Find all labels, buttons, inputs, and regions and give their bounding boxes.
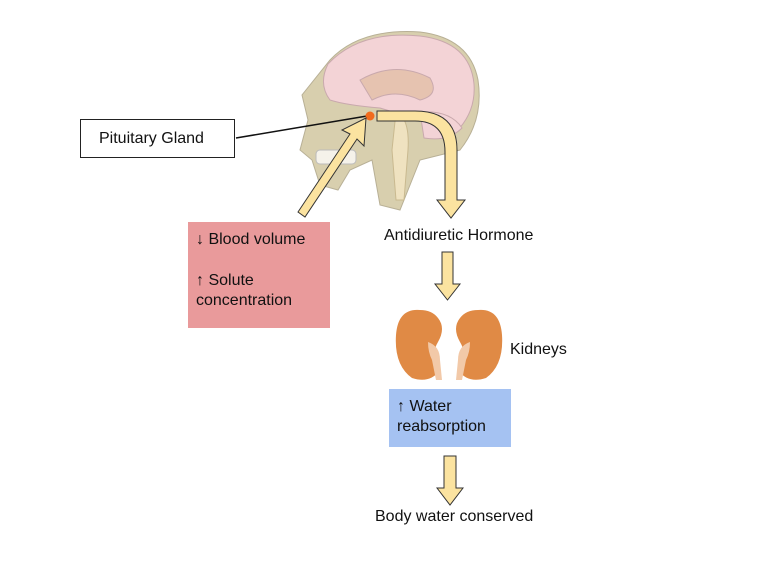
- adh-release-arrow: [376, 110, 467, 219]
- hormone-to-kidney-arrow: [433, 251, 462, 301]
- pituitary-gland-marker: [365, 111, 375, 121]
- stimulus-box: ↓ Blood volume ↑ Solute concentration: [188, 222, 330, 328]
- blood-volume-text: ↓ Blood volume: [196, 231, 306, 248]
- kidneys-illustration: [395, 309, 503, 380]
- effect-box: ↑ Water reabsorption: [389, 389, 511, 447]
- pituitary-gland-label: Pituitary Gland: [80, 119, 235, 158]
- outcome-label: Body water conserved: [375, 508, 534, 525]
- hormone-label: Antidiuretic Hormone: [384, 227, 534, 244]
- kidneys-label: Kidneys: [510, 341, 567, 358]
- stimulus-arrow: [297, 117, 367, 218]
- pituitary-leader-line: [235, 115, 368, 139]
- effect-to-outcome-arrow: [435, 455, 465, 506]
- water-reabsorption-text: ↑ Water reabsorption: [397, 398, 486, 435]
- solute-concentration-text: ↑ Solute concentration: [196, 272, 293, 309]
